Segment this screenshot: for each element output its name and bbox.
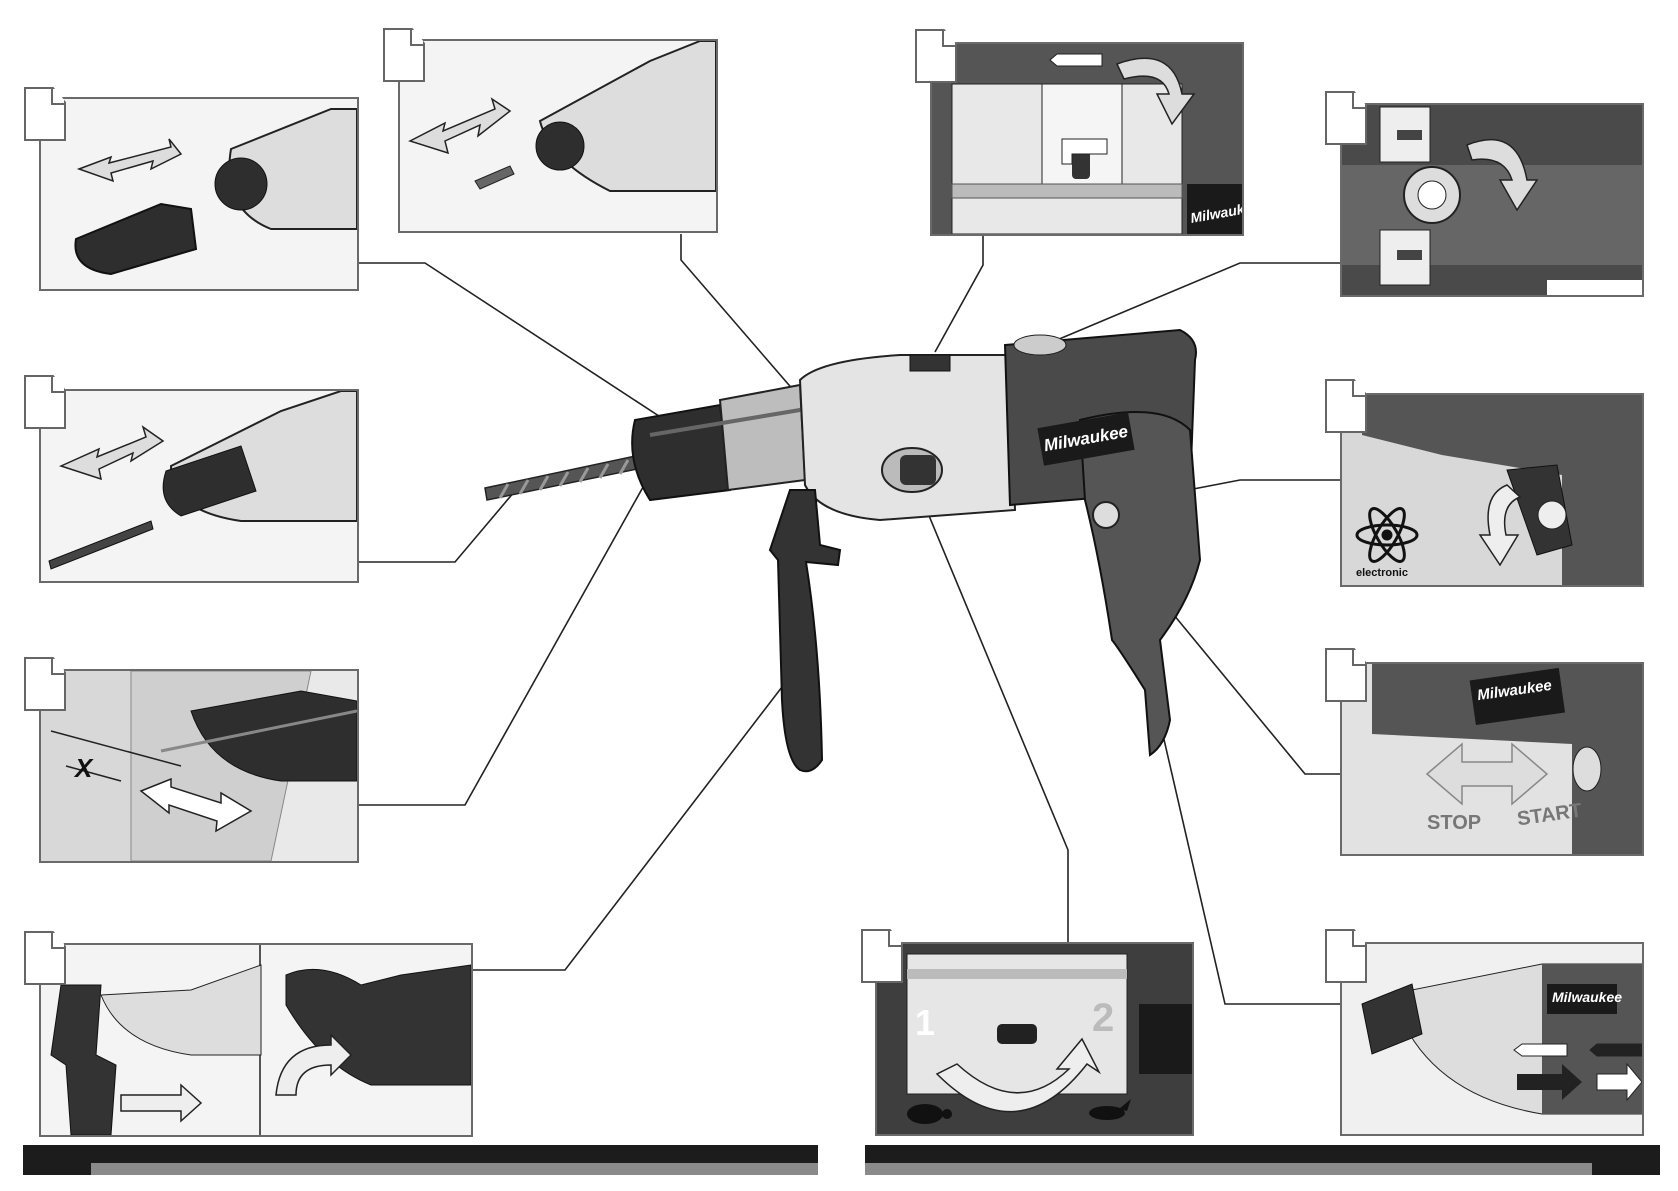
drill-bit-icon: [1590, 1044, 1642, 1056]
panel-screw-bit-art: [400, 41, 716, 231]
panel-tab: [1325, 648, 1367, 702]
panel-chuck-removal: [39, 97, 359, 291]
drill-bit-icon: [1514, 1044, 1567, 1056]
panel-depth-stop: X: [39, 669, 359, 863]
panel-tab: [24, 657, 66, 711]
brand-label: Milwaukee: [1042, 422, 1129, 455]
panel-chuck-removal-art: [41, 99, 357, 289]
rotation-arrow-icon: [1480, 485, 1520, 565]
electronic-label: electronic: [1356, 567, 1408, 579]
panel-clutch: [1340, 103, 1644, 297]
drill-bit-icon: [1050, 54, 1102, 66]
panel-tab: [1325, 379, 1367, 433]
panel-rotation-direction-art: [1342, 944, 1642, 1134]
double-arrow-icon: [79, 139, 181, 181]
panel-rotation-direction: Milwaukee: [1340, 942, 1644, 1136]
double-arrow-icon: [121, 1085, 201, 1121]
panel-tab: [1325, 929, 1367, 983]
footer-bar-left: [23, 1145, 818, 1175]
panel-stop-start: Milwaukee STOP START: [1340, 662, 1644, 856]
panel-side-handle-art: [41, 945, 471, 1135]
panel-tab: [1325, 91, 1367, 145]
panel-clutch-art: [1342, 105, 1642, 295]
panel-screw-bit: [398, 39, 718, 233]
panel-electronic: electronic: [1340, 393, 1644, 587]
stop-label: STOP: [1427, 812, 1481, 835]
screw-icon: [1397, 250, 1422, 260]
panel-drill-bit-art: [41, 391, 357, 581]
atom-icon: [1357, 504, 1417, 566]
panel-drill-bit: [39, 389, 359, 583]
direction-brand-label: Milwaukee: [1552, 989, 1622, 1005]
gear-2-label: 2: [1092, 996, 1114, 1041]
panel-tab: [24, 375, 66, 429]
panel-tab: [383, 28, 425, 82]
hare-icon: [1089, 1099, 1131, 1120]
double-arrow-icon: [1427, 744, 1547, 804]
gear-1-label: 1: [915, 1002, 935, 1044]
double-arrow-icon: [410, 99, 510, 153]
panel-mode-selector: Milwaukee: [930, 42, 1244, 236]
panel-tab: [861, 929, 903, 983]
screw-icon: [1397, 130, 1422, 140]
panel-tab: [24, 931, 66, 985]
drill-bit-icon: [49, 521, 153, 569]
depth-marker-label: X: [75, 753, 92, 784]
panel-tab: [915, 29, 957, 83]
panel-tab: [24, 87, 66, 141]
panel-mode-selector-art: [932, 44, 1242, 234]
tortoise-icon: [907, 1104, 952, 1124]
main-drill-bit: [485, 455, 642, 500]
panel-gear-selector: 1 2: [875, 942, 1194, 1136]
panel-side-handle: [39, 943, 473, 1137]
panel-electronic-art: [1342, 395, 1642, 585]
double-arrow-icon: [61, 427, 163, 479]
screw-icon: [475, 166, 514, 189]
footer-bar-right: [865, 1145, 1660, 1175]
